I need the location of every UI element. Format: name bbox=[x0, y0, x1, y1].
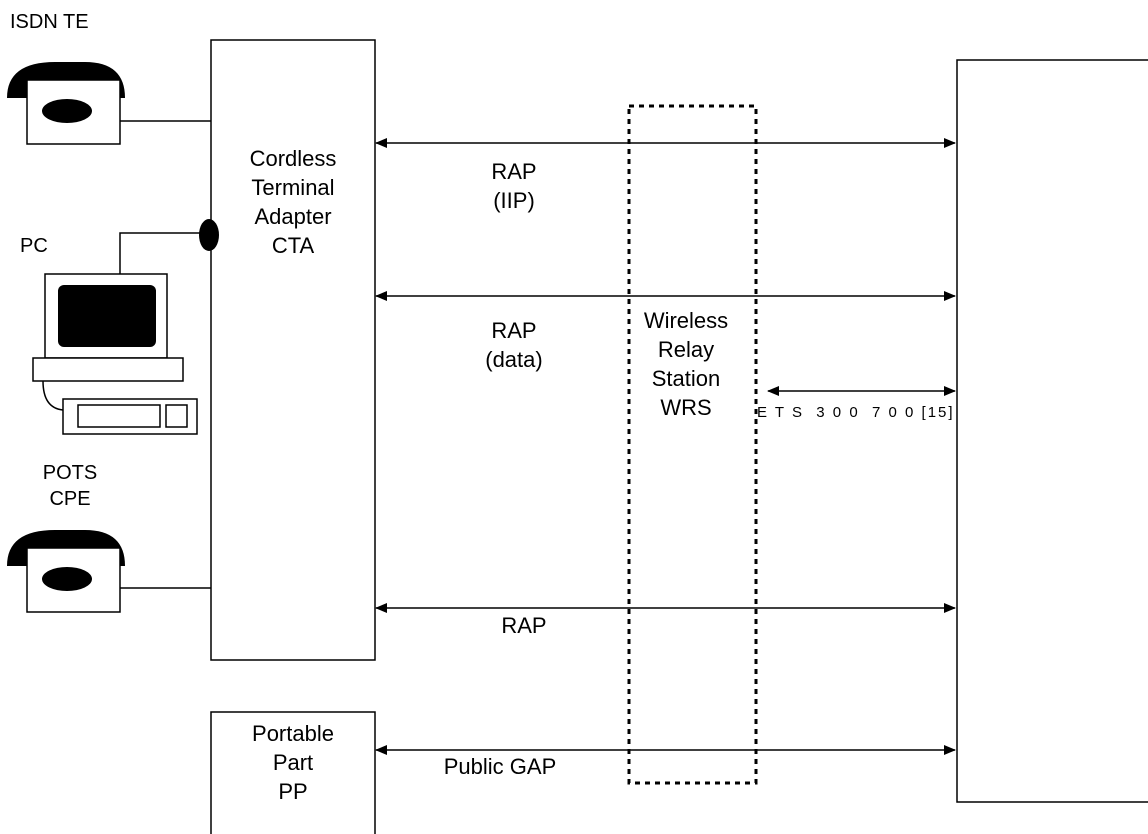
wrs-line-3: Station bbox=[651, 366, 721, 391]
rap-iip-line-2: (IIP) bbox=[493, 188, 535, 213]
wrs-line-4: WRS bbox=[660, 395, 712, 420]
wrs-label: Wireless Relay Station WRS bbox=[621, 306, 751, 422]
pp-line-2: Part bbox=[272, 750, 314, 775]
pc-connector bbox=[119, 232, 208, 274]
wrs-line-1: Wireless bbox=[643, 308, 729, 333]
cpe-label: CPE bbox=[49, 488, 91, 510]
pc-label: PC bbox=[20, 235, 48, 257]
rap-data-line-1: RAP bbox=[491, 318, 537, 343]
pp-box bbox=[210, 711, 376, 834]
wrs-box bbox=[627, 104, 758, 785]
rap-label: RAP bbox=[501, 613, 547, 638]
public-gap-label: Public GAP bbox=[443, 754, 557, 779]
cta-line-4: CTA bbox=[271, 233, 315, 258]
pc-computer-icon bbox=[32, 273, 198, 435]
isdn-te-phone-icon bbox=[7, 62, 125, 145]
pots-label: POTS bbox=[42, 462, 98, 484]
cta-line-1: Cordless bbox=[249, 146, 337, 171]
rap-data-line-2: (data) bbox=[485, 347, 543, 372]
pots-cpe-label: POTS CPE bbox=[30, 460, 110, 512]
rap-iip-label: RAP (IIP) bbox=[464, 157, 564, 215]
cta-label: Cordless Terminal Adapter CTA bbox=[211, 144, 375, 260]
pc-port-icon bbox=[199, 219, 219, 251]
pots-cpe-phone-icon bbox=[7, 530, 125, 613]
cta-box bbox=[210, 39, 376, 661]
pp-line-3: PP bbox=[278, 779, 308, 804]
cta-line-2: Terminal bbox=[251, 175, 335, 200]
wrs-line-2: Relay bbox=[657, 337, 715, 362]
cta-line-3: Adapter bbox=[254, 204, 332, 229]
rap-iip-line-1: RAP bbox=[491, 159, 537, 184]
pp-label: Portable Part PP bbox=[211, 719, 375, 806]
rap-data-label: RAP (data) bbox=[464, 316, 564, 374]
network-box bbox=[956, 59, 1148, 803]
ets-label: E T S 3 0 0 7 0 0 [15] bbox=[757, 404, 955, 421]
pp-line-1: Portable bbox=[252, 721, 334, 746]
isdn-te-label: ISDN TE bbox=[10, 11, 89, 33]
